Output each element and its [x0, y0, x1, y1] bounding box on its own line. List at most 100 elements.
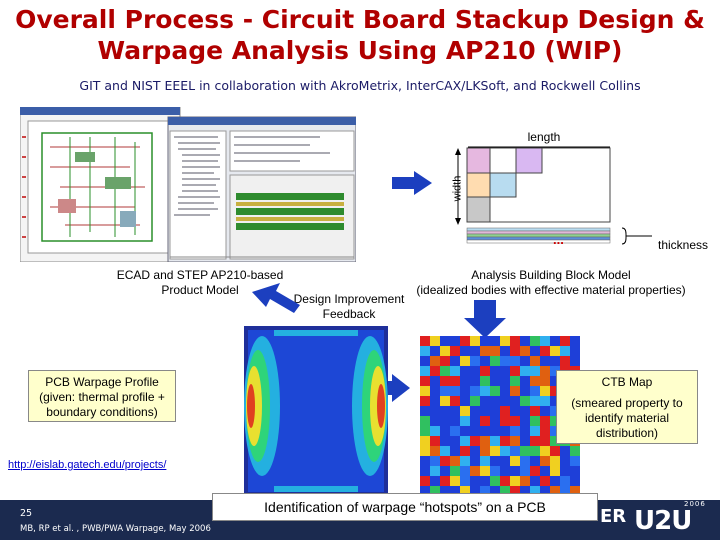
ctb-cell [420, 486, 430, 496]
ctb-cell [430, 486, 440, 496]
ctb-cell [530, 416, 540, 426]
ctb-cell [440, 376, 450, 386]
arrow-down-to-ctb [464, 300, 506, 338]
ctb-cell [500, 466, 510, 476]
ctb-cell [440, 396, 450, 406]
ctb-cell [420, 396, 430, 406]
ctb-cell [470, 456, 480, 466]
ctb-cell [540, 436, 550, 446]
ctb-cell [420, 366, 430, 376]
ctb-cell [470, 366, 480, 376]
conference-logo-text: ER [600, 506, 627, 527]
feedback-caption-line-2: Feedback [322, 307, 376, 321]
identification-caption: Identification of warpage “hotspots” on … [212, 493, 598, 521]
ctb-cell [420, 346, 430, 356]
ellipsis-label: ... [553, 232, 564, 247]
ctb-cell [480, 456, 490, 466]
ctb-cell [480, 476, 490, 486]
ctb-cell [560, 486, 570, 496]
ctb-cell [550, 446, 560, 456]
ctb-cell [520, 336, 530, 346]
ctb-cell [430, 386, 440, 396]
ecad-caption-line-1: ECAD and STEP AP210-based [116, 268, 284, 282]
warpage-caption-line-3: boundary conditions) [46, 405, 158, 419]
ctb-cell [550, 436, 560, 446]
ctb-cell [430, 396, 440, 406]
ctb-cell [570, 456, 580, 466]
ctb-caption-line-2: identify material [584, 411, 670, 425]
ctb-cell [530, 476, 540, 486]
ctb-cell [550, 356, 560, 366]
ctb-cell [470, 426, 480, 436]
ctb-cell [430, 456, 440, 466]
ctb-cell [520, 376, 530, 386]
ctb-cell [520, 356, 530, 366]
ctb-cell [510, 396, 520, 406]
ctb-cell [430, 376, 440, 386]
ctb-cell [460, 346, 470, 356]
ctb-cell [420, 386, 430, 396]
subtitle: GIT and NIST EEEL in collaboration with … [79, 78, 641, 93]
ctb-cell [460, 366, 470, 376]
ctb-cell [560, 466, 570, 476]
ctb-cell [450, 366, 460, 376]
ctb-cell [520, 346, 530, 356]
ctb-cell [440, 386, 450, 396]
ctb-cell [510, 436, 520, 446]
ctb-cell [530, 486, 540, 496]
ctb-cell [450, 346, 460, 356]
ctb-cell [530, 436, 540, 446]
ctb-cell [520, 456, 530, 466]
ctb-cell [470, 436, 480, 446]
ctb-cell [510, 466, 520, 476]
ctb-cell [430, 406, 440, 416]
ctb-cell [460, 376, 470, 386]
ctb-cell [500, 446, 510, 456]
ctb-cell [550, 456, 560, 466]
ctb-cell [440, 486, 450, 496]
ctb-cell [510, 356, 520, 366]
ctb-cell [450, 446, 460, 456]
ctb-caption-box: CTB Map (smeared property to identify ma… [556, 370, 698, 444]
ctb-cell [450, 486, 460, 496]
ctb-cell [440, 366, 450, 376]
ctb-cell [560, 456, 570, 466]
ctb-cell [460, 336, 470, 346]
ctb-cell [460, 416, 470, 426]
ctb-cell [440, 476, 450, 486]
ctb-cell [430, 426, 440, 436]
ctb-cell [570, 476, 580, 486]
ctb-cell [500, 356, 510, 366]
u2u-logo-mark: U2U [634, 506, 692, 536]
ctb-cell [450, 416, 460, 426]
ctb-cell [510, 426, 520, 436]
projects-link[interactable]: http://eislab.gatech.edu/projects/ [8, 459, 167, 471]
ctb-cell [490, 456, 500, 466]
ctb-cell [570, 346, 580, 356]
ctb-map-image [420, 336, 580, 496]
ctb-cell [460, 426, 470, 436]
ctb-cell [460, 456, 470, 466]
ctb-cell [420, 416, 430, 426]
ctb-cell [570, 486, 580, 496]
building-block-graphic [455, 146, 652, 245]
ctb-cell [520, 416, 530, 426]
ctb-cell [550, 476, 560, 486]
ctb-cell [540, 486, 550, 496]
ctb-cell [470, 386, 480, 396]
arrow-right-to-model [392, 171, 432, 195]
ctb-cell [470, 416, 480, 426]
ctb-cell [490, 406, 500, 416]
ctb-cell [500, 486, 510, 496]
ctb-cell [490, 416, 500, 426]
ctb-cell [570, 446, 580, 456]
ctb-cell [510, 416, 520, 426]
warpage-caption-line-1: PCB Warpage Profile [45, 375, 159, 389]
ctb-cell [520, 446, 530, 456]
ctb-cell [460, 356, 470, 366]
ctb-cell [500, 336, 510, 346]
ctb-cell [520, 476, 530, 486]
ctb-cell [480, 426, 490, 436]
ctb-cell [500, 426, 510, 436]
ctb-cell [480, 356, 490, 366]
